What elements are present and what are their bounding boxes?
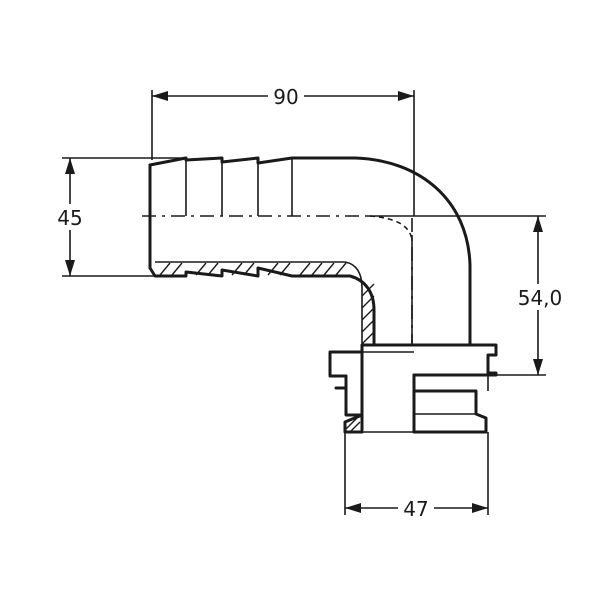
thread-spigot <box>343 373 488 434</box>
center-line <box>142 215 413 345</box>
dimension-right-label: 54,0 <box>518 286 563 310</box>
barb-steps <box>185 158 293 216</box>
dimension-top: 90 <box>151 84 415 216</box>
barb-bottom-profile <box>148 266 376 347</box>
dimension-left: 45 <box>52 157 186 277</box>
section-hatch-vertical <box>361 283 375 345</box>
dimension-top-label: 90 <box>273 85 298 109</box>
dimension-right: 54,0 <box>368 215 566 376</box>
inner-bend-curve <box>369 215 413 241</box>
section-hatch-horizontal <box>159 262 347 276</box>
dimension-bottom-label: 47 <box>403 497 428 521</box>
hex-flange <box>328 343 498 432</box>
barb-top-profile <box>148 156 472 347</box>
dimension-left-label: 45 <box>57 206 82 230</box>
fitting-body <box>148 156 498 434</box>
dimension-bottom: 47 <box>344 432 489 521</box>
section-hatch-flange <box>344 416 361 433</box>
bore-line <box>155 261 363 345</box>
spigot-inner <box>414 374 489 391</box>
flange-lower <box>344 374 364 417</box>
spigot-shoulder <box>362 351 476 433</box>
